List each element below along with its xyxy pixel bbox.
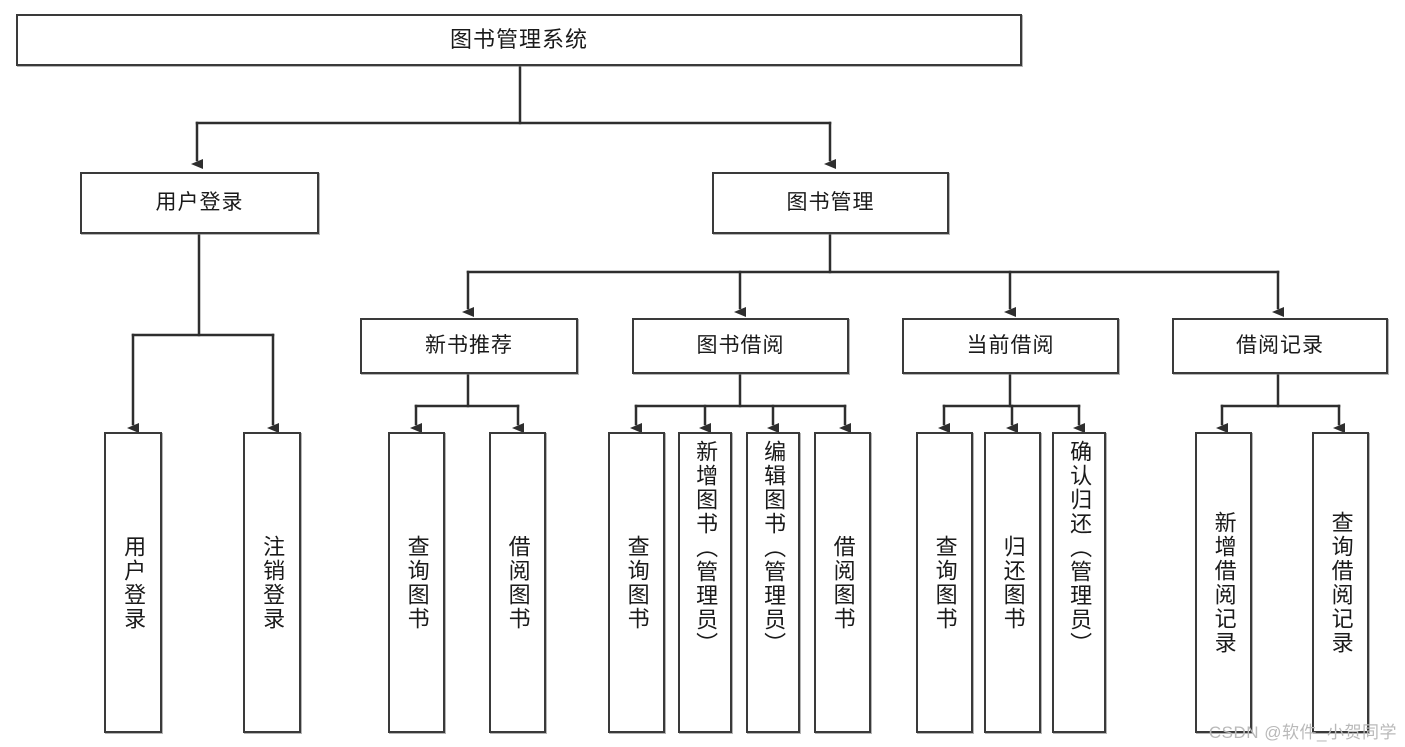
node-label: 图书借阅	[696, 334, 785, 358]
node-new-book-recommendation[interactable]: 新书推荐	[360, 318, 578, 374]
leaf-borrowrecord-query-record[interactable]: 查询借阅记录	[1312, 432, 1369, 733]
node-label: 图书管理系统	[449, 26, 588, 52]
leaf-user-login[interactable]: 用户登录	[104, 432, 162, 733]
node-label: 确认归还（管理员）	[1067, 440, 1093, 656]
node-label: 归还图书	[1000, 534, 1026, 631]
node-label: 图书管理	[786, 191, 875, 215]
leaf-bookborrow-borrow-books[interactable]: 借阅图书	[814, 432, 871, 733]
node-current-borrow[interactable]: 当前借阅	[902, 318, 1119, 374]
node-label: 注销登录	[260, 534, 286, 631]
leaf-currentborrow-query-books[interactable]: 查询图书	[916, 432, 973, 733]
node-label: 查询图书	[404, 534, 430, 631]
node-borrow-record[interactable]: 借阅记录	[1172, 318, 1388, 374]
leaf-bookborrow-add-book-admin[interactable]: 新增图书（管理员）	[678, 432, 732, 733]
node-label: 查询图书	[624, 534, 650, 631]
node-label: 用户登录	[155, 191, 244, 215]
leaf-logout[interactable]: 注销登录	[243, 432, 301, 733]
node-label: 借阅图书	[505, 534, 531, 631]
csdn-watermark: CSDN @软件_小贺同学	[1208, 723, 1397, 742]
node-label: 编辑图书（管理员）	[761, 440, 787, 656]
node-root-book-management-system[interactable]: 图书管理系统	[16, 14, 1022, 66]
leaf-borrowrecord-add-record[interactable]: 新增借阅记录	[1195, 432, 1252, 733]
node-label: 新增借阅记录	[1211, 510, 1237, 655]
node-label: 新书推荐	[425, 334, 513, 358]
node-user-login[interactable]: 用户登录	[80, 172, 319, 234]
node-label: 查询借阅记录	[1328, 510, 1354, 655]
node-label: 新增图书（管理员）	[693, 440, 719, 656]
leaf-bookborrow-query-books[interactable]: 查询图书	[608, 432, 665, 733]
node-book-management[interactable]: 图书管理	[712, 172, 949, 234]
node-label: 借阅记录	[1236, 334, 1324, 358]
node-label: 当前借阅	[966, 334, 1055, 358]
node-label: 用户登录	[121, 534, 147, 631]
node-label: 查询图书	[932, 534, 958, 631]
leaf-currentborrow-confirm-return-admin[interactable]: 确认归还（管理员）	[1052, 432, 1106, 733]
leaf-newbook-borrow-books[interactable]: 借阅图书	[489, 432, 546, 733]
node-book-borrow[interactable]: 图书借阅	[632, 318, 849, 374]
node-label: 借阅图书	[830, 534, 856, 631]
leaf-bookborrow-edit-book-admin[interactable]: 编辑图书（管理员）	[746, 432, 800, 733]
leaf-currentborrow-return-books[interactable]: 归还图书	[984, 432, 1041, 733]
leaf-newbook-query-books[interactable]: 查询图书	[388, 432, 445, 733]
